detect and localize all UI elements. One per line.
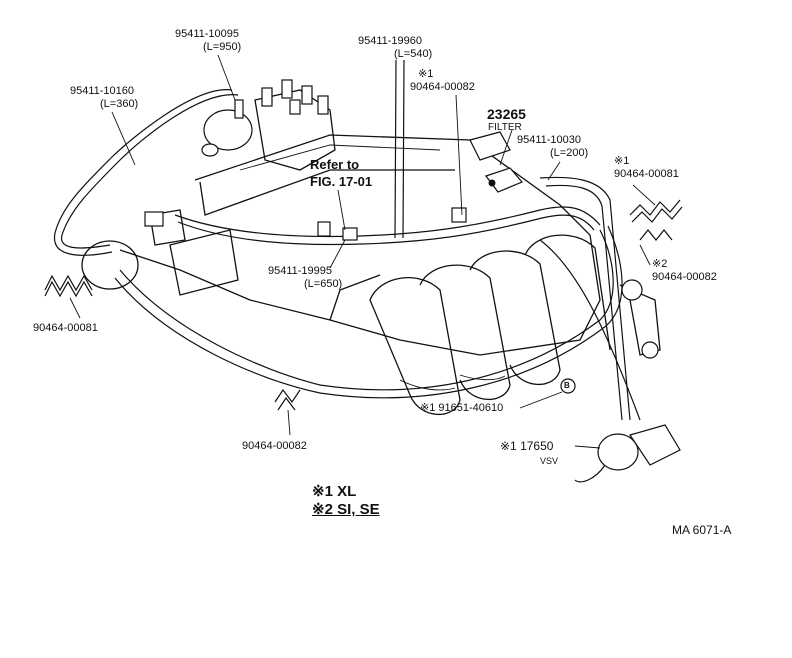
left-solenoid-box <box>81 209 239 296</box>
hose-right-part-number: 95411-10030 <box>517 134 582 146</box>
clip-right2-mark: ※2 <box>652 258 668 270</box>
clip-center-part-number: 90464-00082 <box>410 81 475 93</box>
filter-part <box>469 131 523 193</box>
refer-line2: FIG. 17-01 <box>310 174 373 189</box>
clip-bottom <box>274 388 301 411</box>
note-si-se: ※2 SI, SE <box>312 501 380 518</box>
vacuum-hoses <box>53 59 641 421</box>
vsv-part-number: ※1 17650 <box>500 439 554 453</box>
intake-manifold-body <box>119 134 661 416</box>
hose-top-length: (L=950) <box>203 41 242 53</box>
bolt-part-number: ※1 91651-40610 <box>420 402 504 414</box>
hose-center-part-number: 95411-19960 <box>358 35 423 47</box>
hose-lower-part-number: 95411-19995 <box>268 265 333 277</box>
vacuum-actuator <box>201 99 253 157</box>
refer-line1: Refer to <box>310 157 360 172</box>
filter-name: FILTER <box>488 122 522 133</box>
hose-right-length: (L=200) <box>550 147 589 159</box>
callout-b-label: B <box>564 381 570 390</box>
figure-code: MA 6071-A <box>672 523 732 537</box>
clip-left <box>44 274 93 298</box>
clip-right-81 <box>629 199 683 223</box>
clip-right1-mark: ※1 <box>614 155 630 167</box>
hose-lower-length: (L=650) <box>304 278 343 290</box>
hose-connectors <box>144 207 467 241</box>
clip-right2-part-number: 90464-00082 <box>652 271 717 283</box>
hose-left-length: (L=360) <box>100 98 139 110</box>
clip-left-part-number: 90464-00081 <box>33 322 98 334</box>
vsv-valve <box>574 424 681 483</box>
clip-right1-part-number: 90464-00081 <box>614 168 679 180</box>
callout-b <box>560 378 576 394</box>
note-xl: ※1 XL <box>312 483 357 500</box>
clip-center-mark: ※1 <box>418 68 434 80</box>
clip-right-82 <box>639 229 673 241</box>
hose-left-part-number: 95411-10160 <box>70 85 135 97</box>
distributor-cap <box>254 79 336 171</box>
hose-top-part-number: 95411-10095 <box>175 28 240 40</box>
vsv-name: VSV <box>540 456 559 466</box>
clip-bottom-part-number: 90464-00082 <box>242 440 307 452</box>
hose-center-length: (L=540) <box>394 48 433 60</box>
filter-part-number: 23265 <box>487 106 526 122</box>
leader-lines <box>69 54 656 449</box>
